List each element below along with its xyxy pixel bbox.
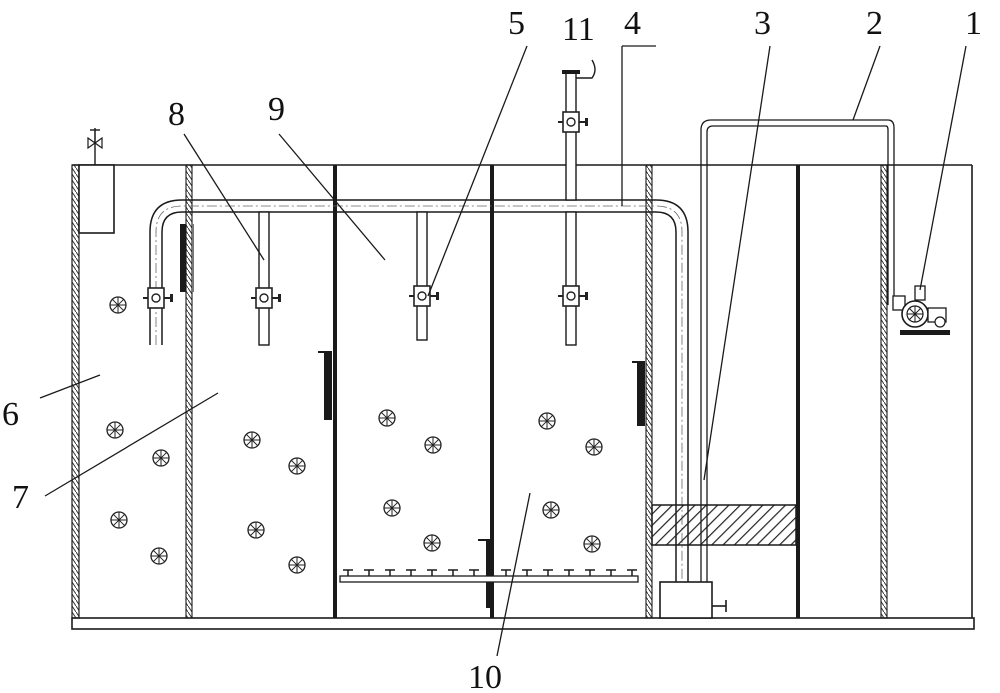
label-2: 2	[866, 5, 883, 42]
leader-lines	[39, 45, 967, 657]
label-1: 1	[965, 5, 982, 42]
overflow-weirs	[180, 224, 645, 608]
label-8: 8	[168, 96, 185, 133]
label-3: 3	[754, 5, 771, 42]
aeration-header	[339, 569, 639, 583]
filter-media	[651, 504, 797, 546]
return-line	[700, 119, 895, 582]
pump	[892, 285, 950, 335]
label-7: 7	[12, 479, 29, 516]
label-9: 9	[268, 91, 285, 128]
bio-carriers	[106, 296, 603, 574]
sump-box	[659, 581, 727, 619]
tank-body	[71, 164, 975, 630]
label-11: 11	[562, 11, 595, 48]
pipe-valves	[142, 111, 589, 309]
label-10: 10	[468, 659, 502, 693]
drop-pipes	[258, 59, 596, 346]
label-6: 6	[2, 396, 19, 433]
label-5: 5	[508, 5, 525, 42]
partition-walls	[185, 164, 888, 619]
label-4: 4	[624, 5, 641, 42]
vent-box	[78, 128, 115, 234]
